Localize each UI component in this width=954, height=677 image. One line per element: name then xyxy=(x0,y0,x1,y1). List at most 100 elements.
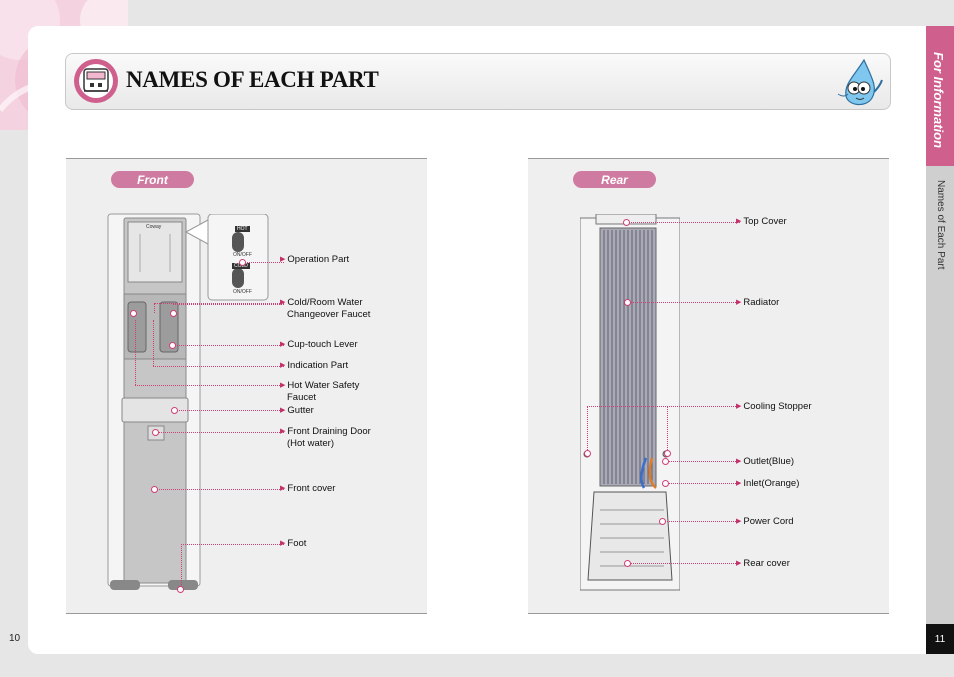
callout-dot xyxy=(151,486,158,493)
callout-line xyxy=(157,432,284,433)
callout-rear-cover: ▶Rear cover xyxy=(736,558,790,570)
callout-gutter: ▶Gutter xyxy=(280,405,314,417)
cold-onoff-label: ON/OFF xyxy=(233,289,252,295)
callout-indication-part: ▶Indication Part xyxy=(280,360,348,372)
callout-cooling-stopper: ▶Cooling Stopper xyxy=(736,401,812,413)
callout-label: Power Cord xyxy=(743,516,794,527)
callout-line xyxy=(154,303,284,304)
callout-line xyxy=(156,489,284,490)
subsection-label: Names of Each Part xyxy=(935,180,946,270)
callout-dot xyxy=(171,407,178,414)
callout-label: Cooling Stopper xyxy=(743,401,812,412)
callout-arrow-icon: ▶ xyxy=(280,362,286,369)
callout-line xyxy=(181,544,182,589)
side-tab-bar xyxy=(926,26,954,654)
callout-outlet-blue: ▶Outlet(Blue) xyxy=(736,456,794,468)
operation-panel-zoom xyxy=(184,213,270,302)
callout-label: Indication Part xyxy=(287,360,349,371)
callout-dot xyxy=(584,450,591,457)
callout-arrow-icon: ▶ xyxy=(280,256,286,263)
callout-arrow-icon: ▶ xyxy=(736,299,742,306)
callout-label: Cold/Room Water xyxy=(287,297,363,308)
callout-line xyxy=(667,483,740,484)
callout-line xyxy=(587,406,588,450)
callout-power-cord: ▶Power Cord xyxy=(736,516,794,528)
callout-dot xyxy=(664,450,671,457)
callout-arrow-icon: ▶ xyxy=(736,518,742,525)
callout-arrow-icon: ▶ xyxy=(280,407,286,414)
callout-label-line2: (Hot water) xyxy=(287,438,334,449)
hot-onoff-label: ON/OFF xyxy=(233,252,252,258)
callout-label: Rear cover xyxy=(743,558,790,569)
callout-label: Front cover xyxy=(287,483,336,494)
callout-line xyxy=(181,544,284,545)
callout-label: Top Cover xyxy=(743,216,787,227)
water-dispenser-icon xyxy=(72,57,120,105)
callout-line xyxy=(173,345,284,346)
callout-cup-touch-lever: ▶Cup-touch Lever xyxy=(280,339,358,351)
callout-line xyxy=(153,366,284,367)
callout-arrow-icon: ▶ xyxy=(280,299,286,306)
title-bar xyxy=(65,53,891,110)
callout-line xyxy=(667,406,668,450)
callout-label: Hot Water Safety xyxy=(287,380,360,391)
callout-arrow-icon: ▶ xyxy=(736,560,742,567)
callout-dot xyxy=(624,299,631,306)
callout-line xyxy=(153,320,154,366)
page-number-right: 11 xyxy=(926,624,954,654)
callout-dot xyxy=(624,560,631,567)
section-label: For Information xyxy=(931,52,946,149)
callout-label: Outlet(Blue) xyxy=(743,456,795,467)
callout-line xyxy=(628,222,740,223)
callout-dot xyxy=(130,310,137,317)
callout-arrow-icon: ▶ xyxy=(280,428,286,435)
callout-radiator: ▶Radiator xyxy=(736,297,779,309)
callout-line xyxy=(664,521,740,522)
callout-label: Foot xyxy=(287,538,307,549)
brand-logo: Coway xyxy=(146,224,162,230)
cold-label: COLD xyxy=(232,263,250,269)
callout-line xyxy=(587,406,740,407)
callout-label-line2: Changeover Faucet xyxy=(287,309,371,320)
callout-inlet-orange: ▶Inlet(Orange) xyxy=(736,478,799,490)
callout-top-cover: ▶Top Cover xyxy=(736,216,787,228)
page-title: NAMES OF EACH PART xyxy=(126,67,379,92)
callout-dot xyxy=(177,586,184,593)
hot-label: HOT xyxy=(235,226,250,232)
callout-foot: ▶Foot xyxy=(280,538,306,550)
callout-label: Front Draining Door xyxy=(287,426,371,437)
callout-dot xyxy=(623,219,630,226)
callout-front-cover: ▶Front cover xyxy=(280,483,335,495)
callout-label: Operation Part xyxy=(287,254,350,265)
callout-arrow-icon: ▶ xyxy=(736,218,742,225)
section-tab[interactable] xyxy=(926,26,954,166)
callout-dot xyxy=(169,342,176,349)
front-dispenser-illustration xyxy=(106,212,202,592)
callout-line xyxy=(154,303,155,313)
callout-dot xyxy=(170,310,177,317)
callout-arrow-icon: ▶ xyxy=(736,458,742,465)
callout-line xyxy=(173,304,284,305)
callout-operation-part: ▶Operation Part xyxy=(280,254,349,266)
callout-label: Cup-touch Lever xyxy=(287,339,358,350)
page-number-left: 10 xyxy=(9,633,21,644)
callout-arrow-icon: ▶ xyxy=(280,540,286,547)
callout-arrow-icon: ▶ xyxy=(736,403,742,410)
callout-label: Inlet(Orange) xyxy=(743,478,800,489)
rear-label: Rear xyxy=(573,171,656,188)
callout-dot xyxy=(659,518,666,525)
callout-dot xyxy=(662,480,669,487)
callout-arrow-icon: ▶ xyxy=(280,485,286,492)
callout-dot xyxy=(239,259,246,266)
callout-line xyxy=(244,262,284,263)
callout-line xyxy=(135,385,284,386)
callout-line xyxy=(629,563,740,564)
callout-line xyxy=(176,410,284,411)
callout-front-draining-door: ▶Front Draining Door(Hot water) xyxy=(280,426,371,450)
callout-arrow-icon: ▶ xyxy=(736,480,742,487)
callout-dot xyxy=(662,458,669,465)
callout-arrow-icon: ▶ xyxy=(280,341,286,348)
water-drop-mascot-icon xyxy=(834,58,884,110)
